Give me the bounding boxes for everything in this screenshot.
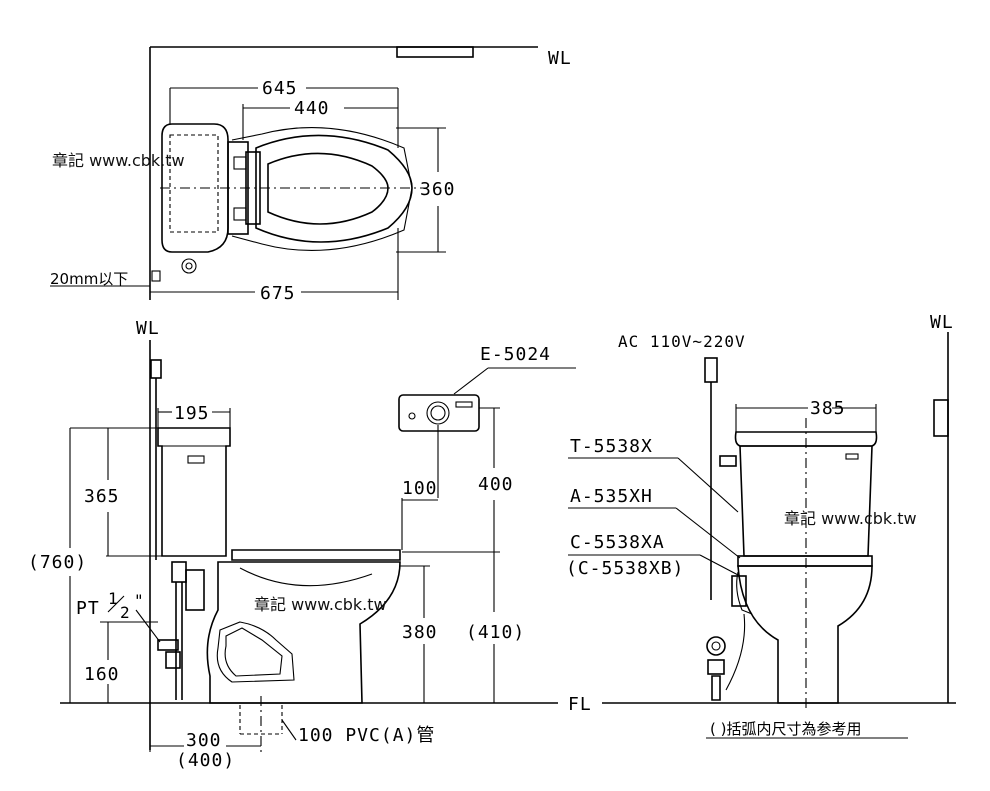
- dim-400-paren: (400): [176, 750, 235, 771]
- side-seat: [231, 549, 401, 561]
- label-20mm: 20mm以下: [50, 270, 128, 288]
- watermark-top: 章記 www.cbk.tw: [52, 151, 185, 170]
- label-t-model: T-5538X: [570, 436, 653, 457]
- label-c-model-alt: (C-5538XB): [566, 558, 684, 579]
- dim-410: (410): [466, 622, 525, 643]
- dim-160: 160: [84, 664, 120, 685]
- dim-760: (760): [28, 552, 87, 573]
- label-pt-num: 1: [108, 589, 119, 608]
- dim-365: 365: [84, 486, 120, 507]
- watermark-mid: 章記 www.cbk.tw: [254, 595, 387, 614]
- dim-195: 195: [174, 403, 210, 424]
- label-c-model: C-5538XA: [570, 532, 665, 553]
- plan-bowl-opening: [267, 152, 389, 225]
- label-e-model: E-5024: [480, 344, 551, 365]
- label-ac: AC 110V~220V: [618, 332, 746, 351]
- right-elevation: [568, 332, 956, 739]
- label-fl: FL: [568, 694, 592, 715]
- label-pt-den: 2: [120, 603, 131, 622]
- dim-380: 380: [402, 622, 438, 643]
- plan-tank: [161, 123, 229, 253]
- plan-drain-circle: [181, 258, 197, 274]
- label-wl-left: WL: [136, 318, 160, 339]
- dim-300: 300: [186, 730, 222, 751]
- label-pt-quote: ": [134, 591, 145, 610]
- watermark-right: 章記 www.cbk.tw: [784, 509, 917, 528]
- side-bowl: [206, 561, 401, 704]
- label-pt: PT: [76, 598, 100, 619]
- dim-100: 100: [402, 478, 438, 499]
- label-a-model: A-535XH: [570, 486, 653, 507]
- dim-400: 400: [478, 474, 514, 495]
- right-bowl: [737, 565, 873, 704]
- dim-385: 385: [810, 398, 846, 419]
- side-tank: [157, 427, 231, 557]
- plan-view: [50, 46, 538, 300]
- dim-440: 440: [294, 98, 330, 119]
- label-pvc: 100 PVC(A)管: [298, 725, 435, 746]
- dim-645: 645: [262, 78, 298, 99]
- label-wl-top: WL: [548, 48, 572, 69]
- side-elevation: [60, 340, 576, 752]
- label-wl-right: WL: [930, 312, 954, 333]
- control-panel-box: [398, 394, 480, 432]
- dim-675: 675: [260, 283, 296, 304]
- note-bracket-reference: ( )括弧内尺寸為参考用: [710, 720, 861, 738]
- dim-360: 360: [420, 179, 456, 200]
